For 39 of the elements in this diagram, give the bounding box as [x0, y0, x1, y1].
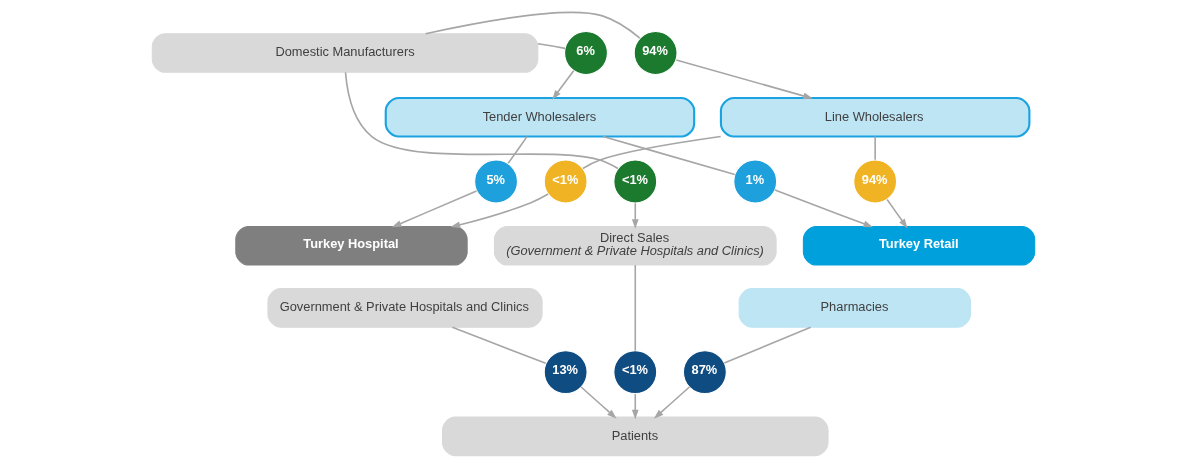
node-box: Turkey Retail — [802, 225, 1035, 266]
node-circle: 13% — [543, 350, 588, 395]
node-box: Turkey Hospital — [234, 225, 468, 266]
arrow — [449, 193, 549, 229]
arrow — [391, 190, 477, 228]
arrow — [631, 202, 639, 229]
arrow — [631, 393, 639, 420]
node-box: Government & Private Hospitals and Clinics — [266, 288, 543, 328]
node-circle: 94% — [633, 31, 678, 75]
arrow — [579, 386, 617, 419]
node-circle: <1% — [612, 159, 657, 204]
connector — [424, 11, 641, 39]
connector — [581, 135, 721, 170]
node-box: Patients — [441, 416, 829, 457]
node-circle: <1% — [543, 159, 588, 204]
connector — [601, 135, 736, 176]
connector — [506, 135, 528, 165]
node-circle: <1% — [612, 350, 657, 395]
connector — [536, 42, 566, 50]
node-circle: 1% — [732, 159, 777, 204]
connector — [633, 264, 636, 352]
node-box: Direct Sales (Government & Private Hospitals and Clinics) — [493, 225, 777, 266]
connector — [451, 326, 547, 365]
arrow — [885, 198, 908, 229]
node-circle: 6% — [563, 31, 608, 75]
node-circle: 94% — [852, 159, 897, 204]
node-circle: 87% — [682, 350, 727, 395]
connector — [722, 326, 811, 364]
node-box: Line Wholesalers — [719, 96, 1030, 138]
node-box: Tender Wholesalers — [384, 96, 695, 138]
arrow — [653, 386, 690, 419]
node-box: Domestic Manufacturers — [151, 33, 538, 73]
arrow — [773, 189, 873, 228]
connector — [344, 71, 619, 170]
node-circle: 5% — [473, 159, 518, 204]
arrow — [551, 69, 574, 100]
arrow — [674, 59, 813, 100]
node-box: Pharmacies — [738, 288, 971, 328]
connector — [873, 135, 876, 161]
